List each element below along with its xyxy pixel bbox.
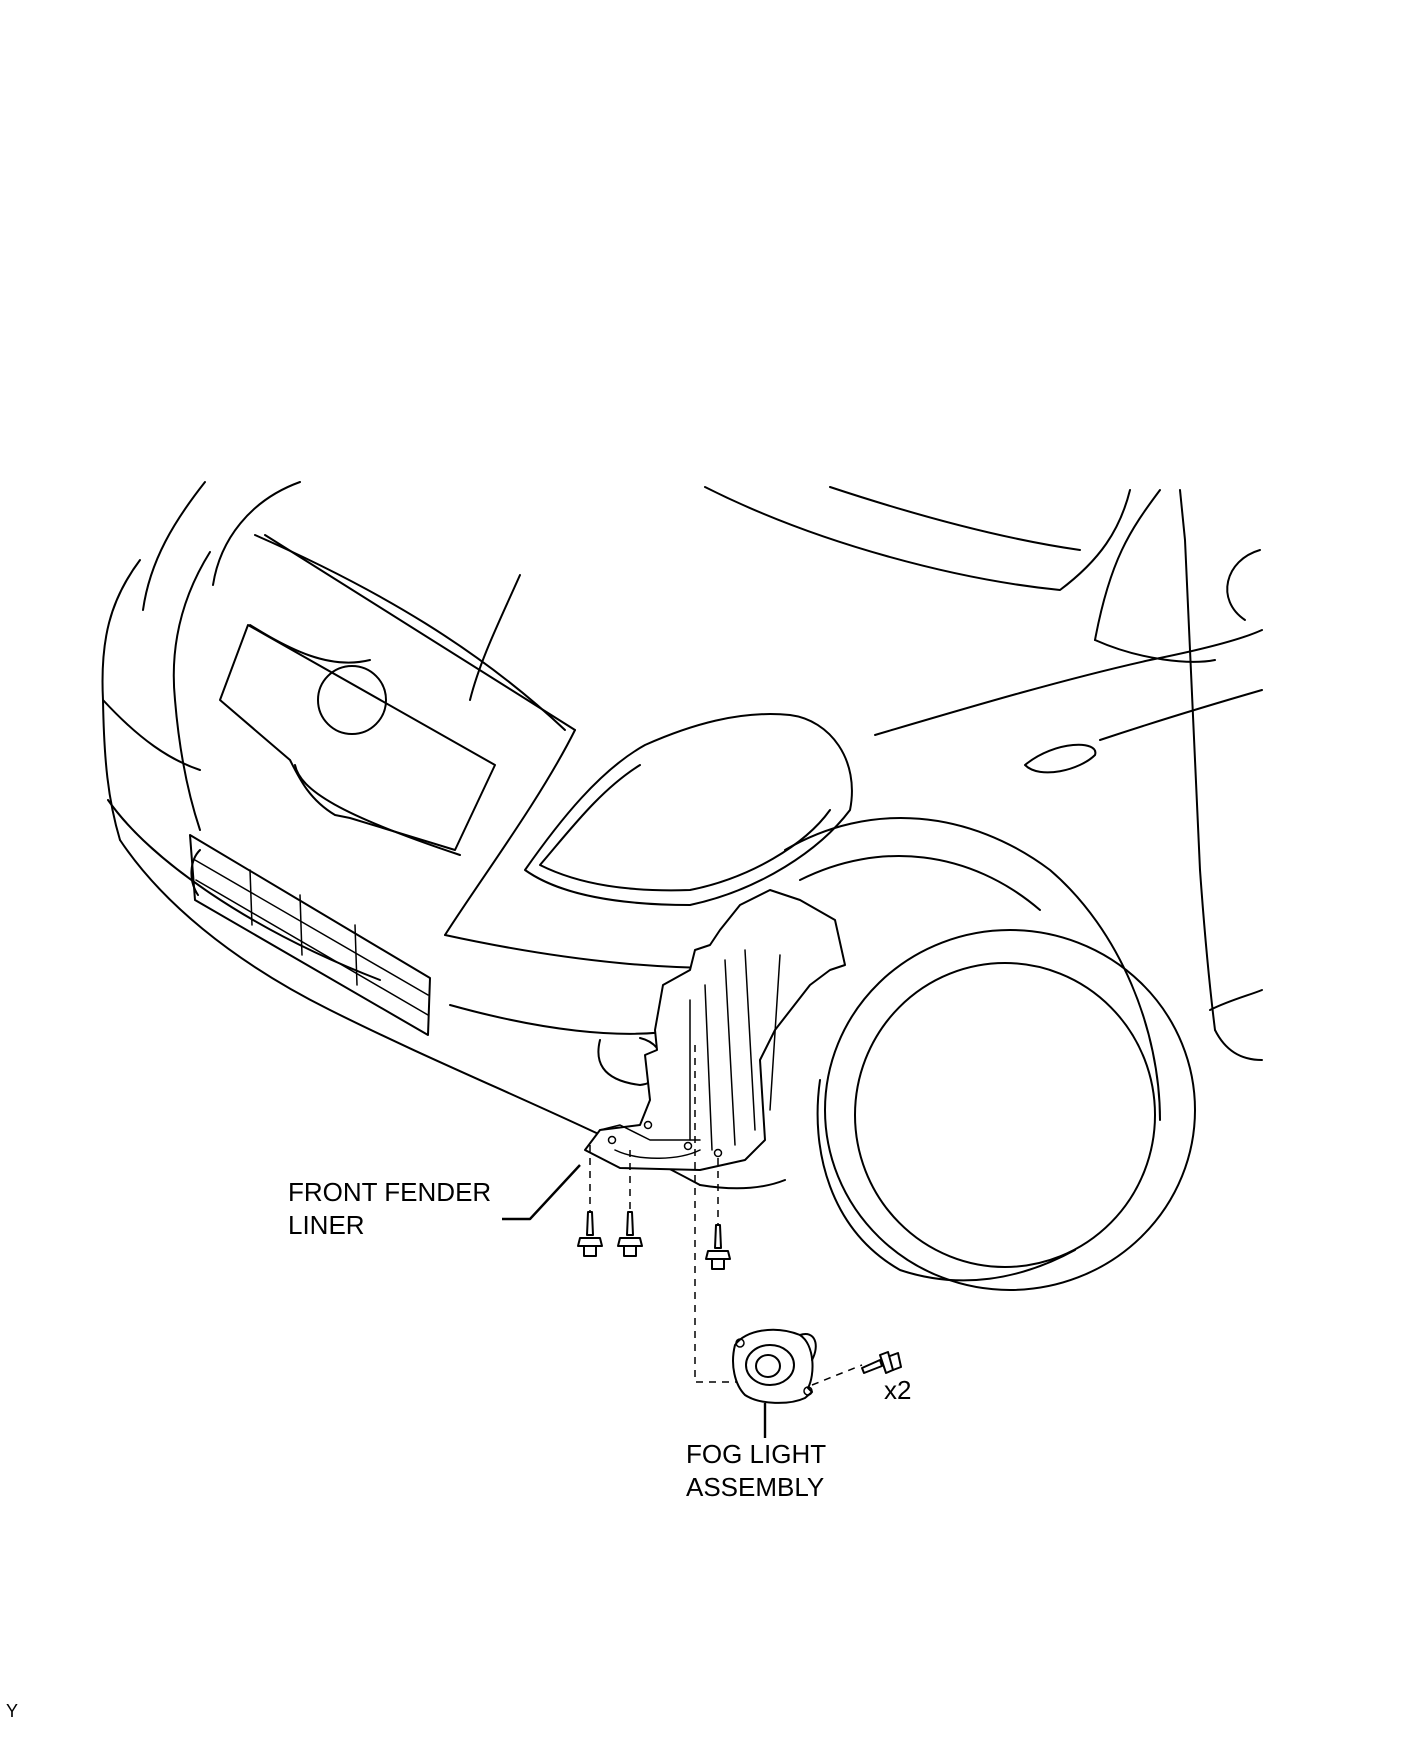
label-front-fender-liner: FRONT FENDER LINER <box>288 1176 491 1242</box>
car-body-outline <box>101 481 1263 1190</box>
label-line-2: LINER <box>288 1210 365 1240</box>
label-line-1: FRONT FENDER <box>288 1177 492 1207</box>
fog-light-assembly-part <box>732 1328 817 1404</box>
leader-line-fender-liner <box>502 1164 581 1221</box>
screw-icon <box>577 1211 603 1257</box>
label-corner-code: Y <box>6 1701 19 1721</box>
screw-icon <box>705 1224 731 1270</box>
front-wheel <box>816 929 1196 1291</box>
label-line-1: FOG LIGHT <box>686 1439 827 1469</box>
liner-screws <box>577 1145 731 1270</box>
screw-icon <box>861 1351 902 1374</box>
fog-light-alignment-line <box>694 1045 755 1383</box>
fog-light-screw <box>811 1351 902 1386</box>
label-fog-light-assembly: FOG LIGHT ASSEMBLY <box>686 1438 826 1504</box>
screw-icon <box>617 1211 643 1257</box>
label-screw-quantity: x2 <box>884 1375 912 1405</box>
front-fender-liner-part <box>584 889 846 1171</box>
label-line-2: ASSEMBLY <box>686 1472 825 1502</box>
lower-grille <box>189 834 431 1036</box>
